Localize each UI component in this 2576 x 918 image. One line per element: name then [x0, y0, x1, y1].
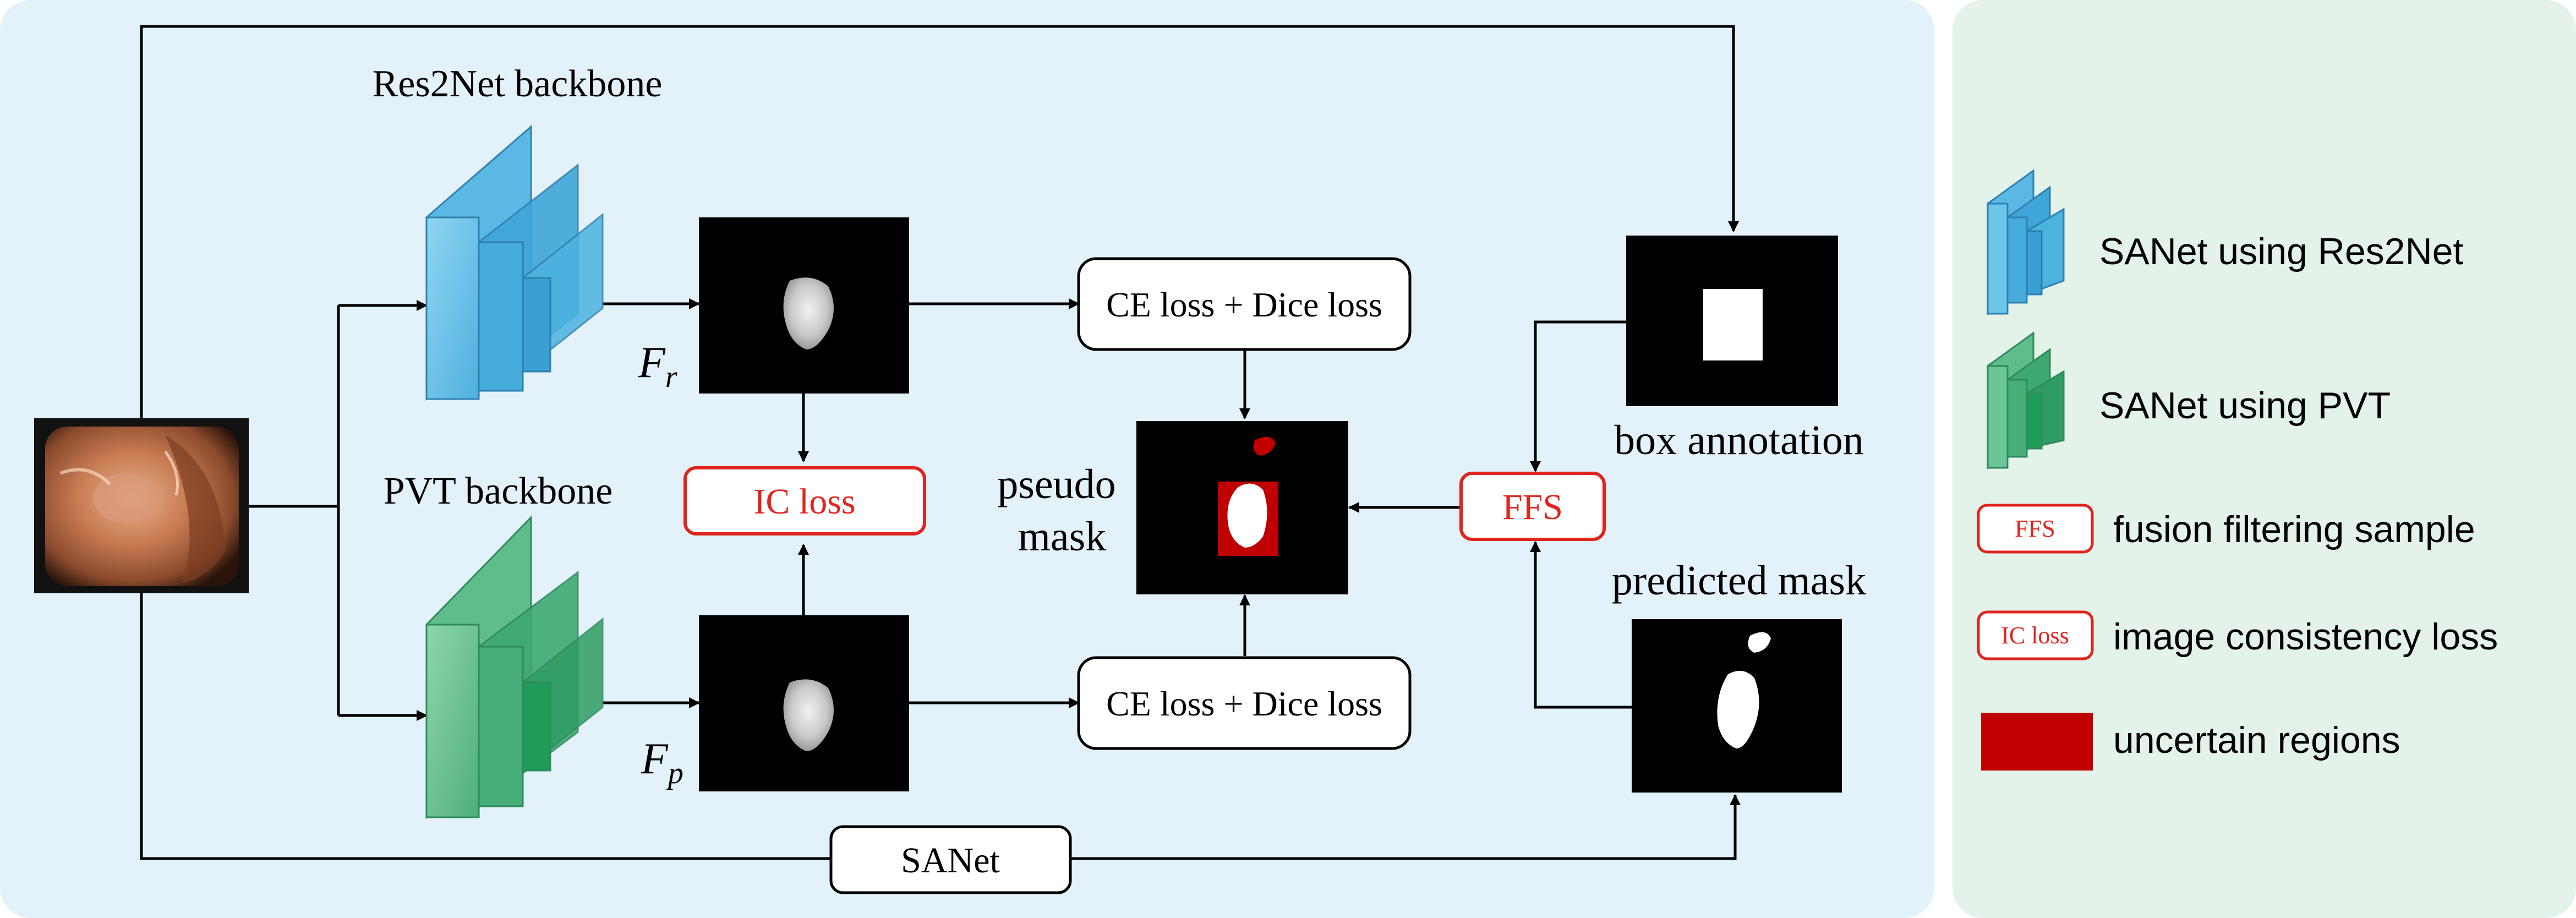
legend-ic-loss-tag-text: IC loss	[2001, 622, 2069, 649]
feature-map-fr	[699, 217, 909, 394]
predicted-mask-label: predicted mask	[1612, 558, 1866, 604]
predicted-mask-image: predicted mask	[1612, 558, 1866, 793]
input-colonoscopy-image	[34, 418, 249, 593]
box-annotation-label: box annotation	[1614, 417, 1864, 463]
legend-ffs-tag-text: FFS	[2015, 515, 2055, 542]
legend-uncertain-text: uncertain regions	[2113, 719, 2400, 761]
legend-uncertain-swatch	[1981, 713, 2093, 771]
legend-ffs-text: fusion filtering sample	[2113, 509, 2475, 550]
sanet-node: SANet	[829, 825, 1072, 894]
legend-panel	[1952, 0, 2576, 918]
pvt-backbone-label: PVT backbone	[384, 470, 613, 512]
legend-ic-loss-text: image consistency loss	[2113, 616, 2498, 658]
legend-pvt-icon	[1987, 331, 2065, 469]
feature-fr-label: Fr	[638, 338, 677, 394]
feature-map-fp	[699, 615, 909, 791]
ce-dice-loss-top: CE loss + Dice loss	[1077, 257, 1412, 351]
ic-loss-node: IC loss	[683, 466, 926, 536]
res2net-backbone-block	[425, 124, 604, 401]
ce-dice-loss-bottom-label: CE loss + Dice loss	[1106, 684, 1382, 723]
ce-dice-loss-top-label: CE loss + Dice loss	[1106, 285, 1382, 324]
ce-dice-loss-bottom: CE loss + Dice loss	[1077, 656, 1412, 750]
legend-res2net-icon	[1987, 169, 2065, 315]
pseudo-mask-image	[1136, 421, 1348, 594]
ffs-node: FFS	[1459, 472, 1606, 541]
sanet-label: SANet	[901, 840, 1000, 881]
ffs-label: FFS	[1502, 487, 1563, 527]
connector-lines	[140, 25, 1741, 860]
legend-res2net-text: SANet using Res2Net	[2099, 231, 2464, 272]
pseudo-mask-label-line1: pseudo	[997, 461, 1115, 507]
legend-ffs-tag: FFS	[1977, 504, 2094, 554]
pvt-backbone-block	[425, 515, 604, 819]
pseudo-mask-label-line2: mask	[1018, 513, 1106, 560]
legend: SANet using Res2Net SANet using PVT FFS …	[1977, 169, 2498, 771]
ic-loss-label: IC loss	[753, 482, 855, 522]
feature-fp-label: Fp	[641, 735, 683, 790]
legend-pvt-text: SANet using PVT	[2099, 385, 2391, 427]
res2net-backbone-label: Res2Net backbone	[373, 63, 663, 105]
box-annotation-image	[1626, 236, 1838, 406]
legend-ic-loss-tag: IC loss	[1977, 610, 2094, 660]
